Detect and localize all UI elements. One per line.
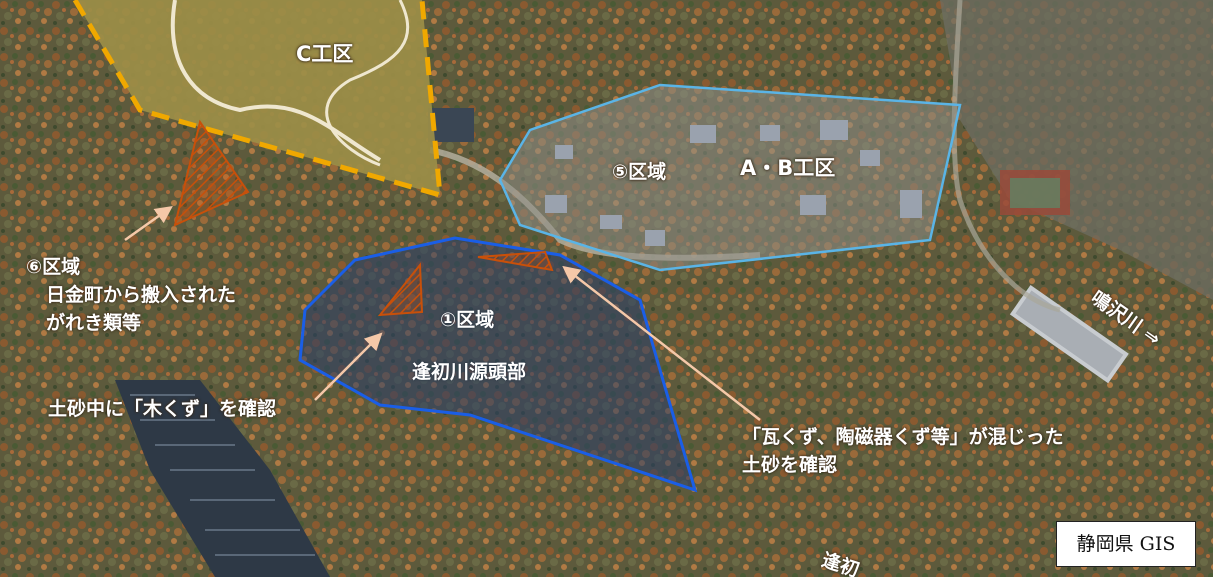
tile-hatch bbox=[477, 250, 554, 272]
label-area1: ①区域 bbox=[440, 309, 495, 331]
note-tile-line1: 「瓦くず、陶磁器くず等」が混じった bbox=[742, 426, 1064, 448]
note-tile-line2: 土砂を確認 bbox=[742, 454, 838, 476]
residential-area bbox=[940, 0, 1213, 300]
arrow-area6 bbox=[124, 205, 173, 242]
c-work-boundary bbox=[72, 0, 443, 199]
label-area1-source: 逢初川源頭部 bbox=[412, 361, 527, 383]
area-6-hatch bbox=[173, 119, 250, 227]
label-area6-title: ⑥区域 bbox=[26, 256, 81, 278]
houses bbox=[545, 120, 922, 246]
label-ab-work: A・B工区 bbox=[740, 156, 836, 180]
arrow-wood bbox=[314, 332, 383, 401]
label-c-work: C工区 bbox=[296, 42, 354, 66]
note-wood: 土砂中に「木くず」を確認 bbox=[48, 398, 277, 420]
c-work-path bbox=[170, 0, 382, 162]
c-work-path bbox=[325, 0, 410, 167]
wood-hatch bbox=[377, 262, 424, 317]
label-area6-line1: 日金町から搬入された bbox=[46, 284, 237, 306]
building bbox=[1009, 284, 1129, 384]
arrow-tile bbox=[562, 265, 761, 421]
road bbox=[951, 0, 1061, 313]
solar-panels bbox=[115, 380, 330, 577]
court-field bbox=[1010, 178, 1060, 208]
solar-panel-rows bbox=[130, 394, 315, 556]
label-area6-line2: がれき類等 bbox=[46, 312, 142, 334]
label-area5: ⑤区域 bbox=[612, 161, 667, 183]
credit-box: 静岡県 GIS bbox=[1056, 521, 1196, 567]
